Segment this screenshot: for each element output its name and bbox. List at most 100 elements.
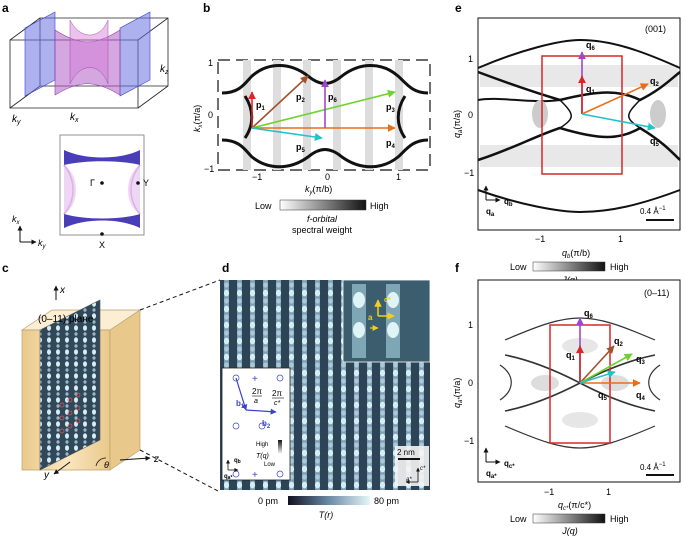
e-vectors xyxy=(578,51,656,131)
svg-text:High: High xyxy=(370,201,389,211)
svg-text:p2: p2 xyxy=(296,92,306,104)
f-spectrum xyxy=(499,317,661,449)
svg-text:c*: c* xyxy=(274,400,281,407)
svg-text:−1: −1 xyxy=(252,172,262,182)
svg-text:T(r): T(r) xyxy=(319,510,334,520)
svg-text:−1: −1 xyxy=(204,164,214,174)
b-xlabel: ky(π/b) xyxy=(305,184,332,196)
svg-text:a*: a* xyxy=(406,477,412,483)
svg-text:1: 1 xyxy=(606,487,611,497)
svg-text:0: 0 xyxy=(468,378,473,388)
d-colorbar: 0 pm 80 pm T(r) xyxy=(258,496,399,520)
svg-text:1: 1 xyxy=(468,54,473,64)
e-ticks: 1 0 −1 −1 1 xyxy=(464,54,623,244)
svg-text:qa*: qa* xyxy=(486,469,497,480)
panel-letter-b: b xyxy=(203,1,210,15)
svg-text:2π: 2π xyxy=(252,387,262,396)
fermi-surface-2d: Γ Y X xyxy=(59,134,149,250)
d-scalebar: 2 nm c* a* xyxy=(395,446,429,486)
svg-text:Low: Low xyxy=(510,262,527,272)
svg-text:0: 0 xyxy=(468,110,473,120)
f-plot-frame xyxy=(477,279,681,483)
f-scalebar: 0.4 Å−1 xyxy=(640,462,674,476)
x-point xyxy=(100,232,104,236)
svg-text:spectral weight: spectral weight xyxy=(292,225,353,235)
panel-e: e q6 q1 q2 q5 (001) xyxy=(452,1,681,285)
svg-text:1: 1 xyxy=(618,234,623,244)
e-ylabel: qa(π/a) xyxy=(452,110,464,138)
cleave-plane-stm xyxy=(39,299,101,471)
zoom-line-top xyxy=(139,279,221,311)
svg-text:1: 1 xyxy=(208,58,213,68)
svg-text:q1: q1 xyxy=(586,84,596,96)
c-axis-z: z xyxy=(153,454,159,465)
svg-text:q5: q5 xyxy=(650,136,660,148)
c-axes xyxy=(53,285,151,475)
label-kx: kx xyxy=(70,112,79,124)
label-kz: kz xyxy=(160,64,169,76)
plane-label: (0–11) plane xyxy=(38,314,94,325)
svg-text:High: High xyxy=(256,442,268,448)
f-vector-labels: q6 q2 q1 q3 q4 q5 xyxy=(566,308,646,402)
panel-d: d a c* + + b1 b2 2π xyxy=(220,261,431,520)
svg-text:a: a xyxy=(254,398,258,405)
svg-text:0.4 Å−1: 0.4 Å−1 xyxy=(640,206,666,216)
e-tag: (001) xyxy=(645,24,666,34)
panel-letter-c: c xyxy=(2,261,9,275)
svg-text:High: High xyxy=(610,514,629,524)
svg-text:qa*: qa* xyxy=(224,474,232,481)
panel-a: a kz ky kx Γ xyxy=(2,1,169,250)
svg-text:−1: −1 xyxy=(464,436,474,446)
svg-text:c*: c* xyxy=(384,297,391,304)
c-theta: θ xyxy=(104,460,109,470)
label-ky: ky xyxy=(12,114,21,126)
b-axis-ticks: 1 0 −1 −1 0 1 xyxy=(204,58,401,182)
svg-text:−1: −1 xyxy=(464,168,474,178)
crystal-slab: (0–11) plane xyxy=(20,299,142,471)
svg-text:0.4 Å−1: 0.4 Å−1 xyxy=(640,462,666,472)
f-ylabel: qa*(π/a) xyxy=(452,378,464,408)
svg-text:0: 0 xyxy=(208,110,213,120)
svg-text:+: + xyxy=(252,470,258,481)
svg-text:p3: p3 xyxy=(386,102,396,114)
d-inset-zoom: a c* xyxy=(342,279,431,363)
svg-text:1: 1 xyxy=(396,172,401,182)
f-ticks: 1 0 −1 −1 1 xyxy=(464,320,611,497)
svg-text:f-orbital: f-orbital xyxy=(307,214,338,224)
svg-text:q2: q2 xyxy=(650,76,660,88)
svg-text:b2: b2 xyxy=(262,419,271,430)
svg-text:qa: qa xyxy=(486,207,495,218)
zoom-line-bottom xyxy=(139,449,221,493)
svg-text:Low: Low xyxy=(264,462,276,468)
panel-letter-d: d xyxy=(222,261,229,275)
panel-c: c (0–11) plane x z y θ xyxy=(2,261,221,493)
svg-text:p5: p5 xyxy=(296,142,306,154)
b-colorbar: Low High f-orbital spectral weight xyxy=(255,199,389,235)
label-gamma: Γ xyxy=(90,178,95,188)
svg-text:0: 0 xyxy=(325,172,330,182)
svg-text:High: High xyxy=(610,262,629,272)
svg-text:T(q): T(q) xyxy=(256,453,269,460)
f-tag: (0–11) xyxy=(644,288,669,298)
svg-text:q2: q2 xyxy=(614,336,624,348)
svg-text:2π: 2π xyxy=(272,389,282,398)
e-axes-glyph: qb qa xyxy=(483,185,513,218)
svg-text:p6: p6 xyxy=(328,92,338,104)
b-vector-labels: p1 p2 p6 p3 p4 p5 xyxy=(256,92,396,154)
svg-text:a: a xyxy=(368,313,373,322)
svg-text:1: 1 xyxy=(468,320,473,330)
panel-b: b p1 p2 p6 p3 p4 p5 xyxy=(192,1,431,235)
svg-text:−1: −1 xyxy=(544,487,554,497)
svg-text:Low: Low xyxy=(510,514,527,524)
f-colorbar: Low High J(q) xyxy=(510,513,629,536)
svg-text:qb: qb xyxy=(504,197,513,208)
f-axes-glyph: qc* qa* xyxy=(483,447,515,480)
gamma-point xyxy=(100,181,104,185)
svg-text:q6: q6 xyxy=(584,308,594,320)
panel-letter-e: e xyxy=(455,1,462,15)
svg-text:Low: Low xyxy=(255,201,272,211)
svg-text:−1: −1 xyxy=(535,234,545,244)
svg-text:0 pm: 0 pm xyxy=(258,496,278,506)
svg-text:q4: q4 xyxy=(636,390,646,402)
